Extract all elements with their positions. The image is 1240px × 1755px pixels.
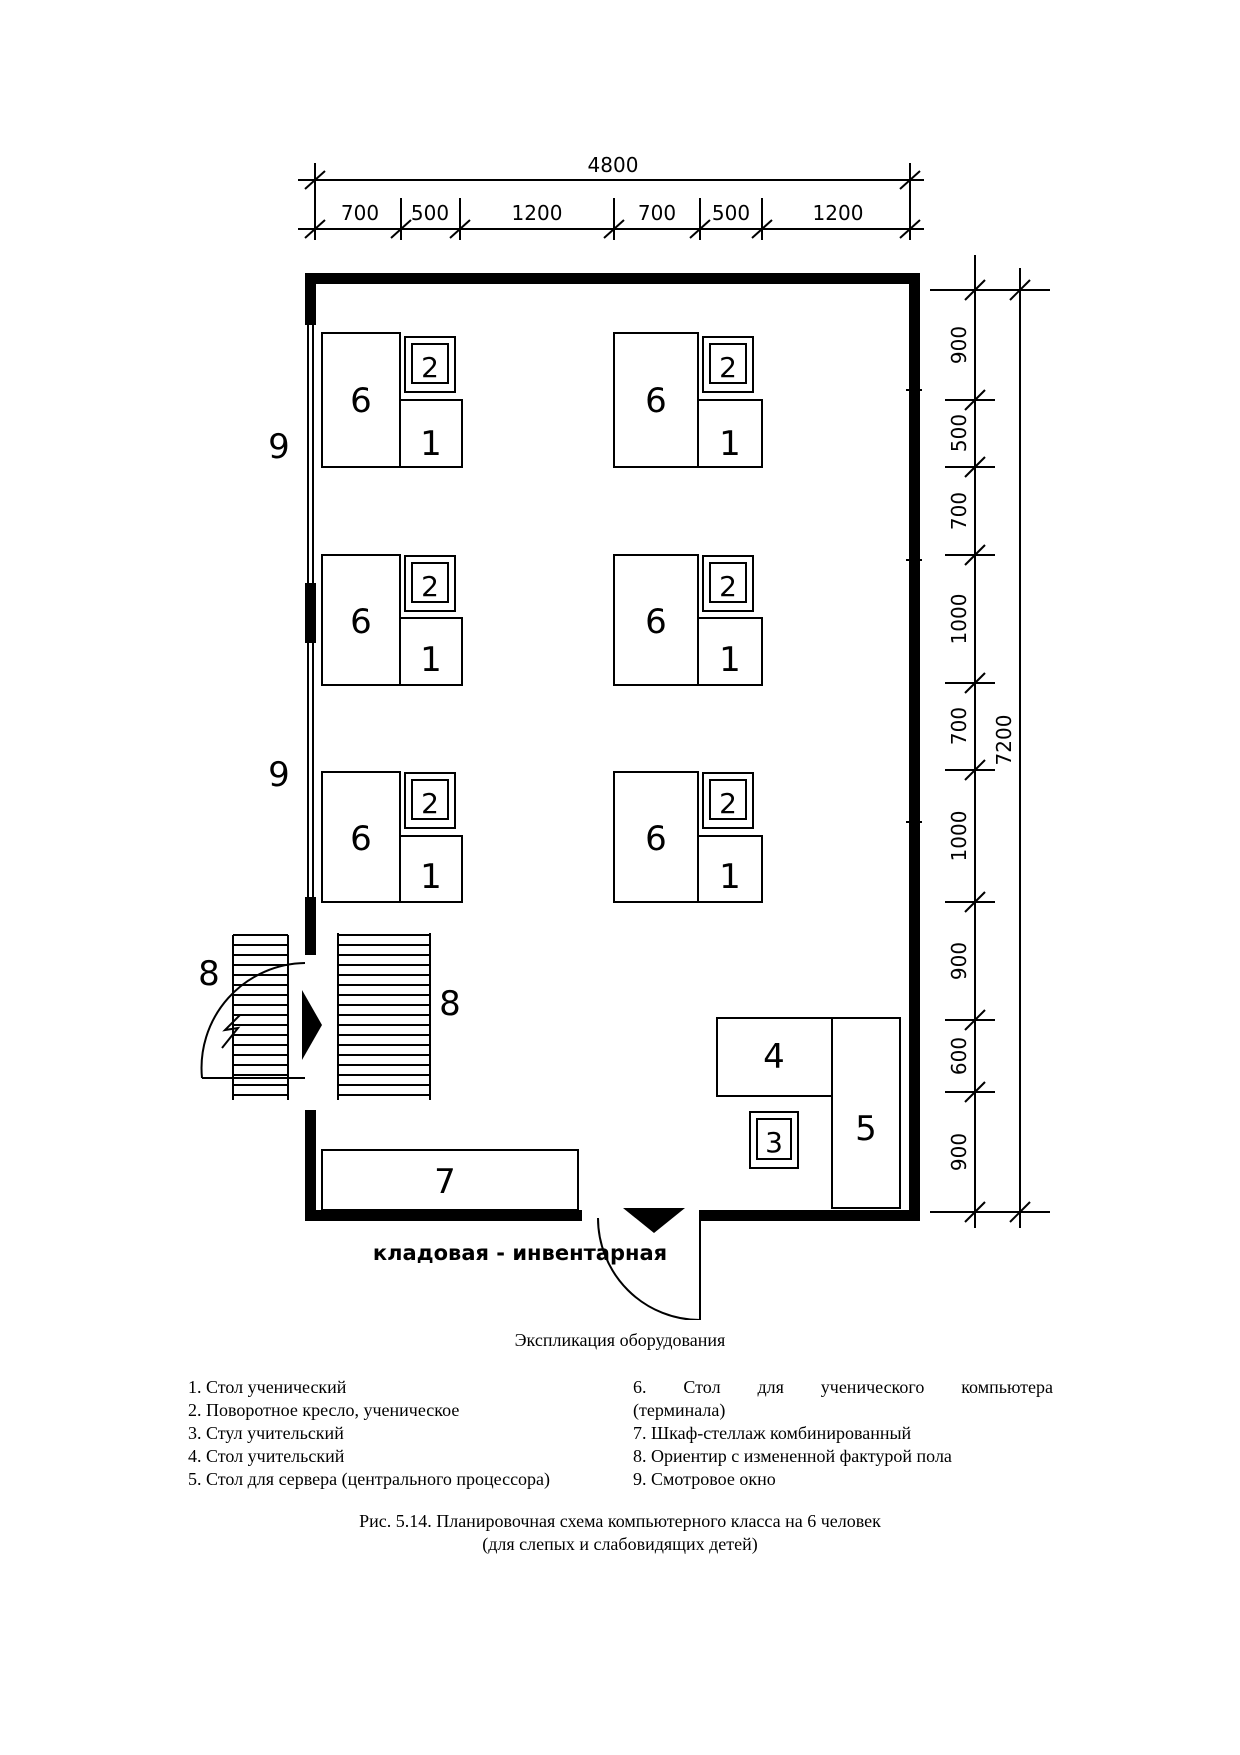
floor-marker-inside bbox=[337, 933, 431, 1100]
label-floor-marker: 8 bbox=[198, 954, 220, 994]
dim-right: 900 bbox=[947, 1133, 971, 1171]
label-table: 1 bbox=[719, 640, 741, 680]
label-chair: 2 bbox=[719, 787, 737, 820]
dim-total-width: 4800 bbox=[588, 153, 639, 177]
label-teacher-chair: 3 bbox=[765, 1126, 783, 1159]
right-dimension-lines bbox=[930, 255, 1050, 1228]
label-chair: 2 bbox=[719, 570, 737, 603]
dim-top: 500 bbox=[712, 201, 750, 225]
label-desk: 6 bbox=[350, 819, 372, 859]
student-chair bbox=[404, 772, 456, 829]
legend-item: 2. Поворотное кресло, ученическое bbox=[188, 1400, 460, 1420]
dim-top: 500 bbox=[411, 201, 449, 225]
label-server-table: 5 bbox=[855, 1109, 877, 1149]
caption-line-1: Рис. 5.14. Планировочная схема компьютер… bbox=[359, 1511, 881, 1531]
windows bbox=[307, 325, 922, 897]
dim-right: 500 bbox=[947, 414, 971, 452]
dim-top: 700 bbox=[341, 201, 379, 225]
workstation-5 bbox=[321, 771, 463, 903]
label-floor-marker: 8 bbox=[439, 984, 461, 1024]
dim-top: 1200 bbox=[813, 201, 864, 225]
dim-right: 900 bbox=[947, 326, 971, 364]
top-dimension-lines bbox=[298, 163, 924, 240]
floor-plan: 4800 700 500 1200 700 500 1200 900 500 7… bbox=[198, 153, 1050, 1320]
entrance-marker-triangle-bottom bbox=[623, 1208, 685, 1233]
doors bbox=[200, 962, 701, 1320]
label-chair: 2 bbox=[421, 570, 439, 603]
workstation-2 bbox=[613, 332, 763, 468]
student-table bbox=[399, 835, 463, 903]
label-desk: 6 bbox=[645, 381, 667, 421]
label-chair: 2 bbox=[421, 351, 439, 384]
side-door-swing bbox=[200, 962, 306, 1079]
student-table bbox=[399, 617, 463, 686]
floor-marker-outside bbox=[232, 935, 289, 1100]
label-chair: 2 bbox=[421, 787, 439, 820]
workstation-4 bbox=[613, 554, 763, 686]
dim-right: 700 bbox=[947, 707, 971, 745]
student-chair bbox=[702, 555, 754, 612]
label-desk: 6 bbox=[645, 819, 667, 859]
main-door-swing bbox=[597, 1217, 701, 1320]
legend-item-continuation: (терминала) bbox=[633, 1400, 726, 1420]
entrance-marker-triangle-left bbox=[302, 990, 322, 1060]
workstations bbox=[321, 332, 901, 1211]
workstation-3 bbox=[321, 554, 463, 686]
legend-item: 7. Шкаф-стеллаж комбинированный bbox=[633, 1423, 912, 1443]
student-chair bbox=[404, 555, 456, 612]
legend-item: 4. Стол учительский bbox=[188, 1446, 345, 1466]
teacher-chair bbox=[749, 1111, 799, 1169]
dim-total-height: 7200 bbox=[992, 715, 1016, 766]
label-desk: 6 bbox=[645, 602, 667, 642]
floor-markers bbox=[232, 933, 431, 1100]
dim-right: 600 bbox=[947, 1037, 971, 1075]
student-table bbox=[399, 399, 463, 468]
student-table bbox=[697, 835, 763, 903]
legend-title: Экспликация оборудования bbox=[514, 1330, 726, 1350]
server-table bbox=[831, 1017, 901, 1209]
label-chair: 2 bbox=[719, 351, 737, 384]
caption-line-2: (для слепых и слабовидящих детей) bbox=[482, 1534, 758, 1554]
workstation-1 bbox=[321, 332, 463, 468]
dim-right: 1000 bbox=[947, 811, 971, 862]
label-window: 9 bbox=[268, 755, 290, 795]
label-desk: 6 bbox=[350, 602, 372, 642]
student-table bbox=[697, 617, 763, 686]
student-table bbox=[697, 399, 763, 468]
dim-top: 700 bbox=[638, 201, 676, 225]
legend-item: 1. Стол ученический bbox=[188, 1377, 347, 1397]
legend-item: 6. Стол для ученического компьютера bbox=[633, 1377, 1053, 1397]
label-window: 9 bbox=[268, 427, 290, 467]
label-table: 1 bbox=[719, 857, 741, 897]
student-chair bbox=[702, 336, 754, 393]
label-desk: 6 bbox=[350, 381, 372, 421]
legend-item: 3. Стул учительский bbox=[188, 1423, 344, 1443]
label-cabinet: 7 bbox=[434, 1162, 456, 1202]
dim-right: 1000 bbox=[947, 594, 971, 645]
walls bbox=[305, 273, 920, 1221]
dim-right: 900 bbox=[947, 942, 971, 980]
student-chair bbox=[404, 336, 456, 393]
dim-top: 1200 bbox=[512, 201, 563, 225]
figure-caption: Рис. 5.14. Планировочная схема компьютер… bbox=[0, 1510, 1240, 1556]
label-table: 1 bbox=[420, 424, 442, 464]
cabinet bbox=[321, 1149, 579, 1211]
legend-item: 9. Смотровое окно bbox=[633, 1469, 776, 1489]
legend-left-column: 1. Стол ученический 2. Поворотное кресло… bbox=[188, 1376, 608, 1491]
legend-item: 8. Ориентир с измененной фактурой пола bbox=[633, 1446, 952, 1466]
dim-right: 700 bbox=[947, 492, 971, 530]
legend-item: 5. Стол для сервера (центрального процес… bbox=[188, 1469, 551, 1489]
workstation-6 bbox=[613, 771, 763, 903]
plan-labels: 4800 700 500 1200 700 500 1200 900 500 7… bbox=[198, 153, 1016, 1265]
label-table: 1 bbox=[719, 424, 741, 464]
student-chair bbox=[702, 772, 754, 829]
label-teacher-table: 4 bbox=[763, 1037, 785, 1077]
label-table: 1 bbox=[420, 857, 442, 897]
storage-label: кладовая - инвентарная bbox=[373, 1241, 667, 1265]
label-table: 1 bbox=[420, 640, 442, 680]
legend-right-column: 6. Стол для ученического компьютера (тер… bbox=[633, 1376, 1053, 1491]
